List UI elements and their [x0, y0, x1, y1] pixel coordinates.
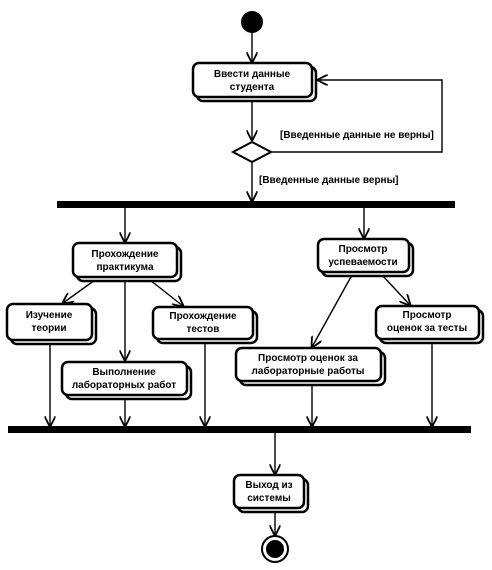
activity-label: Просмотр — [339, 244, 388, 255]
activity-do-labs: Выполнение лабораторных работ — [60, 360, 193, 401]
activity-label: Просмотр оценок за — [258, 353, 358, 364]
activity-view-lab-grades: Просмотр оценок за лабораторные работы — [234, 346, 387, 387]
fork-bar — [57, 201, 455, 208]
decision-node — [230, 140, 274, 164]
activity-label: оценок за тесты — [387, 323, 467, 334]
activity-exit: Выход из системы — [232, 473, 310, 514]
activity-view-test-grades: Просмотр оценок за тесты — [374, 304, 485, 345]
activity-study-theory: Изучение теории — [5, 302, 98, 346]
activity-label: тестов — [187, 324, 220, 335]
join-bar — [8, 426, 471, 433]
activity-pass-tests: Прохождение тестов — [151, 305, 259, 345]
activity-do-practice: Прохождение практикума — [71, 241, 183, 283]
activity-label: практикума — [96, 262, 153, 273]
activity-label: Прохождение — [169, 311, 237, 322]
activity-label: студента — [230, 82, 275, 93]
activity-label: Просмотр — [403, 310, 452, 321]
activity-label: лабораторные работы — [252, 365, 365, 377]
initial-node — [241, 11, 263, 33]
activity-view-progress: Просмотр успеваемости — [316, 237, 415, 278]
activity-label: системы — [247, 493, 291, 504]
final-node — [261, 535, 289, 563]
control-flows — [50, 33, 443, 535]
guard-valid: [Введенные данные верны] — [259, 175, 398, 186]
activity-label: лабораторных работ — [72, 379, 176, 391]
activity-label: успеваемости — [328, 257, 397, 268]
activity-label: Прохождение — [91, 249, 159, 260]
activity-enter-data: Ввести данные студента — [191, 61, 318, 103]
guard-invalid: [Введенные данные не верны] — [280, 130, 434, 141]
activity-label: Выход из — [245, 480, 292, 491]
activity-label: Выполнение — [92, 367, 156, 378]
activity-label: Изучение — [26, 310, 73, 321]
activity-label: теории — [32, 323, 67, 334]
activity-label: Ввести данные — [214, 69, 291, 80]
